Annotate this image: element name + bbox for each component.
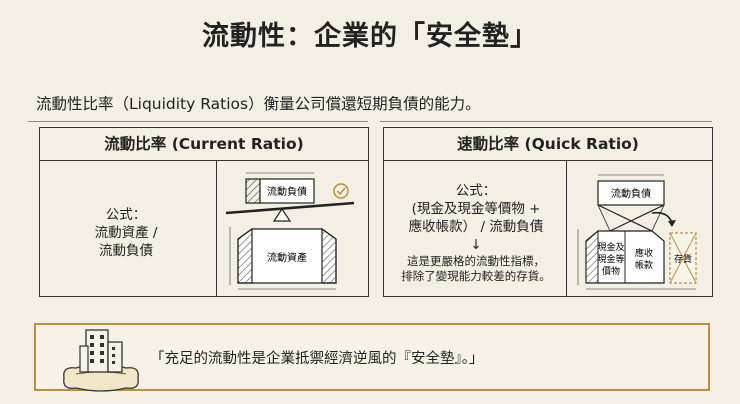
quote-text: 「充足的流動性是企業抵禦經濟逆風的『安全墊』。」 [150,351,484,367]
balance-scale-illustration: 流動負債 流動資產 [225,172,355,290]
cash-label: 現金等 [597,253,624,265]
current-ratio-heading: 流動比率 (Current Ratio) [40,128,368,161]
formula-label: 公式： [105,207,147,223]
cash-label: 價物 [602,265,620,277]
formula-line: (現金及現金等價物 + [411,201,541,217]
panel-divider [566,160,567,296]
note-line: 這是更嚴格的流動性指標， [407,254,545,268]
subtitle: 流動性比率（Liquidity Ratios）衡量公司償還短期負債的能力。 [36,95,481,113]
liabilities-label: 流動負債 [611,187,651,200]
liabilities-label: 流動負債 [267,185,307,198]
liabilities-box [259,178,315,204]
formula-line: 流動資產 / [94,225,158,241]
quick-ratio-formula: 公式： (現金及現金等價物 + 應收帳款） / 流動負債 ↓ 這是更嚴格的流動性… [388,182,564,284]
note-line: 排除了變現能力較差的存貨。 [401,269,551,283]
assets-label: 流動資產 [267,251,307,264]
down-arrow-icon: ↓ [470,237,482,253]
page-title: 流動性：企業的「安全墊」 [202,21,538,52]
inventory-label: 存貨 [674,253,692,265]
cash-label: 現金及 [597,241,624,253]
guide-line [380,121,712,122]
receivables-label: 帳款 [635,259,653,271]
quick-ratio-heading: 速動比率 (Quick Ratio) [384,128,712,161]
liabilities-box [597,180,665,206]
current-ratio-formula: 公式： 流動資產 / 流動負債 [58,206,194,260]
quote-box [34,323,710,391]
check-icon [333,183,349,199]
formula-label: 公式： [455,183,497,199]
quick-ratio-panel: 速動比率 (Quick Ratio) 公式： (現金及現金等價物 + 應收帳款）… [383,127,713,297]
building-cushion-icon [63,329,139,392]
formula-line: 流動負債 [99,243,153,259]
current-ratio-panel: 流動比率 (Current Ratio) 公式： 流動資產 / 流動負債 流動負… [39,127,369,297]
panel-divider [216,160,217,296]
quick-ratio-illustration: 流動負債 現金及 現金等 價物 應收 帳款 存貨 [577,174,697,290]
formula-line: 應收帳款） / 流動負債 [408,219,544,235]
guide-line [28,121,368,122]
receivables-label: 應收 [635,247,653,259]
